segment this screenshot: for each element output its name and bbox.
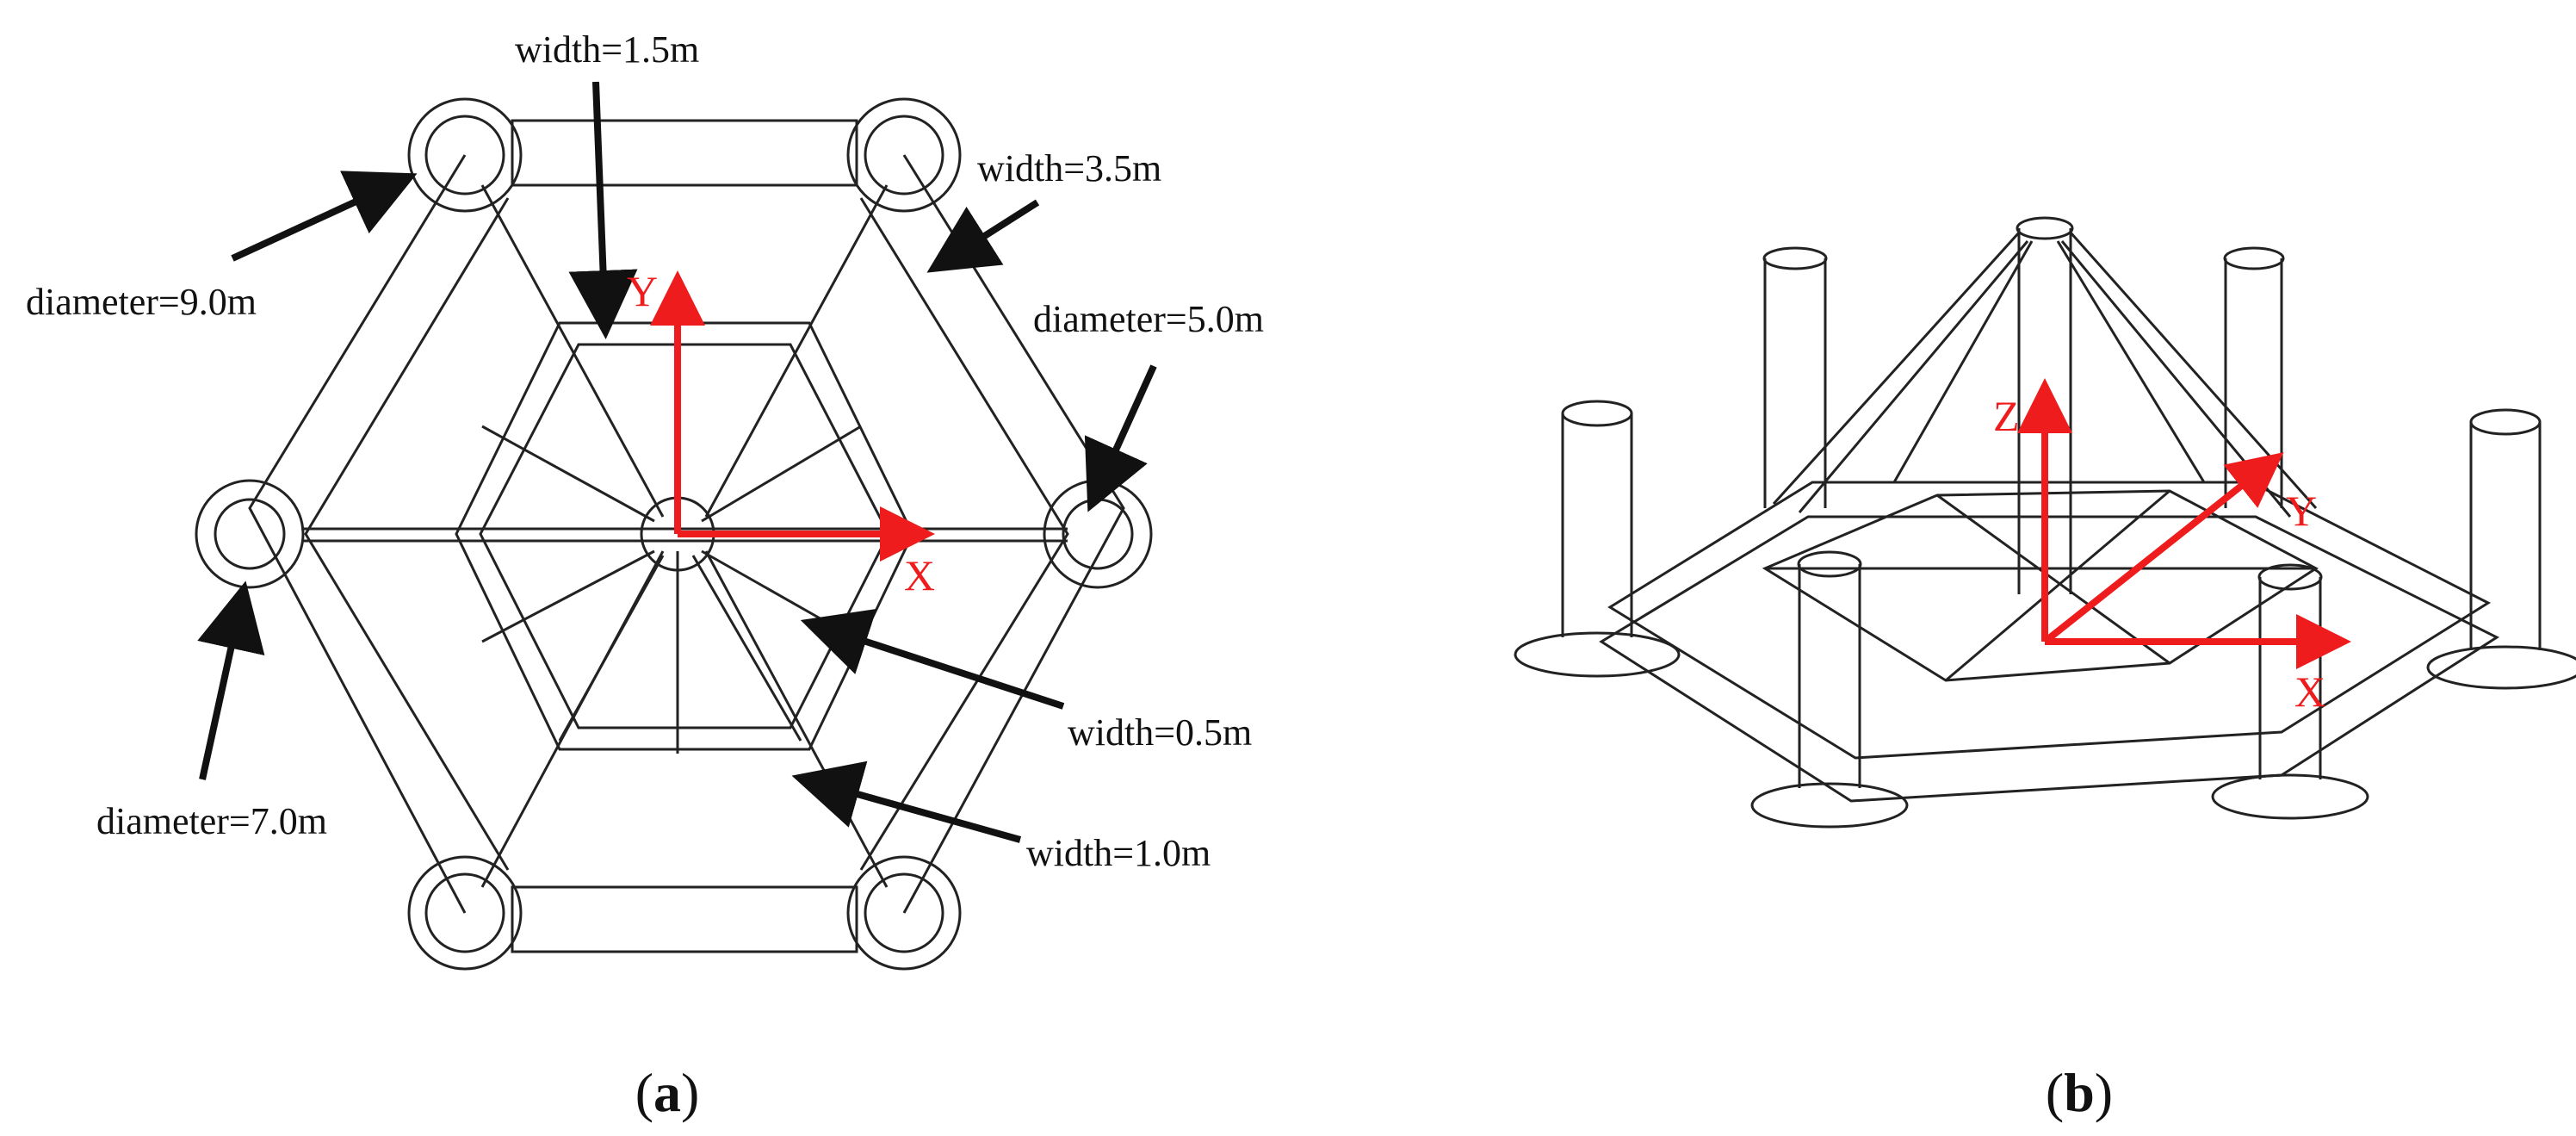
- leader-width-1-5: [568, 81, 638, 339]
- leader-width-3-5: [926, 199, 1040, 273]
- axis-z-label-b: Z: [1993, 392, 2020, 440]
- label-width-1-5: width=1.5m: [515, 28, 699, 71]
- pyramid-braces: [1772, 231, 2318, 518]
- leader-diam-9: [231, 171, 418, 262]
- axis-x-label-a: X: [904, 551, 935, 599]
- columns-3d: [1514, 216, 2576, 829]
- axis-y-label-a: Y: [627, 267, 658, 315]
- panel-a-top-view: Y X width=1.5m width=3.5m diameter=9.0m …: [26, 28, 1264, 1123]
- axis-x-label-b: X: [2294, 667, 2325, 716]
- label-width-0-5: width=0.5m: [1068, 711, 1252, 754]
- base-pontoon-frame: [1599, 481, 2500, 803]
- label-diam-7: diameter=7.0m: [96, 800, 327, 842]
- leader-width-1-0: [791, 760, 1022, 843]
- label-width-1-0: width=1.0m: [1026, 832, 1211, 874]
- label-diam-5: diameter=5.0m: [1033, 298, 1264, 340]
- leader-diam-5: [1084, 364, 1157, 512]
- axis-y-label-b: Y: [2286, 487, 2317, 535]
- leader-width-0-5: [800, 608, 1065, 710]
- label-diam-9: diameter=9.0m: [26, 281, 257, 323]
- label-width-3-5: width=3.5m: [977, 147, 1161, 189]
- leader-diam-7: [197, 580, 265, 780]
- axis-y-b: [2042, 452, 2284, 645]
- caption-a: (a): [635, 1062, 700, 1123]
- caption-b: (b): [2046, 1062, 2113, 1123]
- panel-b-3d-view: Z X Y (b): [1514, 216, 2576, 1123]
